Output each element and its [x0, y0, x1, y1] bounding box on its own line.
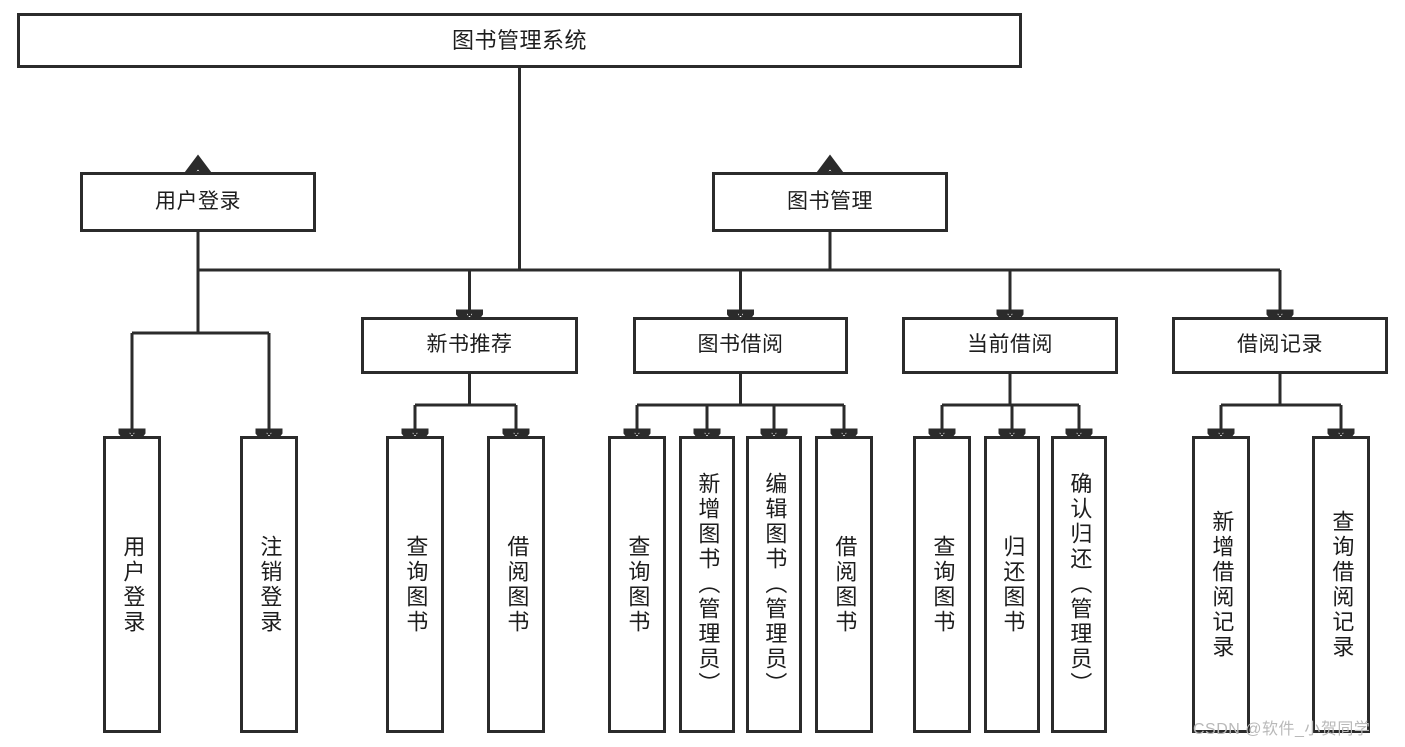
node-label: 图书管理: [787, 189, 873, 213]
node-label: 确认归还（管理员）: [1067, 472, 1093, 697]
node-label: 用户登录: [120, 534, 146, 635]
node-label: 查询图书: [625, 534, 651, 635]
node-l1-user[interactable]: 用户登录: [80, 172, 316, 232]
node-leaf-user-logout[interactable]: 注销登录: [240, 436, 298, 733]
node-label: 借阅图书: [504, 534, 530, 635]
node-leaf-rec-query[interactable]: 查询借阅记录: [1312, 436, 1370, 733]
node-leaf-user-login[interactable]: 用户登录: [103, 436, 161, 733]
node-label: 用户登录: [155, 189, 241, 213]
node-label: 编辑图书（管理员）: [762, 472, 788, 697]
node-label: 归还图书: [1000, 534, 1026, 635]
node-l1-book[interactable]: 图书管理: [712, 172, 948, 232]
node-leaf-rec-add[interactable]: 新增借阅记录: [1192, 436, 1250, 733]
node-leaf-br-borrow[interactable]: 借阅图书: [815, 436, 873, 733]
node-leaf-br-query[interactable]: 查询图书: [608, 436, 666, 733]
node-l2-cur[interactable]: 当前借阅: [902, 317, 1118, 374]
node-label: 图书借阅: [697, 333, 784, 357]
node-leaf-cur-confirm[interactable]: 确认归还（管理员）: [1051, 436, 1107, 733]
node-l2-new[interactable]: 新书推荐: [361, 317, 578, 374]
node-leaf-new-borrow[interactable]: 借阅图书: [487, 436, 545, 733]
node-l2-borrow[interactable]: 图书借阅: [633, 317, 848, 374]
node-leaf-br-edit[interactable]: 编辑图书（管理员）: [746, 436, 802, 733]
node-label: 新书推荐: [426, 333, 513, 357]
node-leaf-cur-return[interactable]: 归还图书: [984, 436, 1040, 733]
node-label: 新增借阅记录: [1209, 509, 1235, 660]
node-label: 查询借阅记录: [1329, 509, 1355, 660]
node-l2-rec[interactable]: 借阅记录: [1172, 317, 1388, 374]
node-label: 查询图书: [930, 534, 956, 635]
node-label: 新增图书（管理员）: [695, 472, 721, 697]
node-label: 借阅记录: [1237, 333, 1323, 357]
node-label: 查询图书: [403, 534, 429, 635]
node-root[interactable]: 图书管理系统: [17, 13, 1022, 68]
node-label: 当前借阅: [967, 333, 1053, 357]
node-label: 借阅图书: [832, 534, 858, 635]
node-leaf-br-add[interactable]: 新增图书（管理员）: [679, 436, 735, 733]
node-label: 注销登录: [257, 534, 283, 635]
node-leaf-cur-query[interactable]: 查询图书: [913, 436, 971, 733]
node-leaf-new-query[interactable]: 查询图书: [386, 436, 444, 733]
node-label: 图书管理系统: [451, 27, 587, 53]
